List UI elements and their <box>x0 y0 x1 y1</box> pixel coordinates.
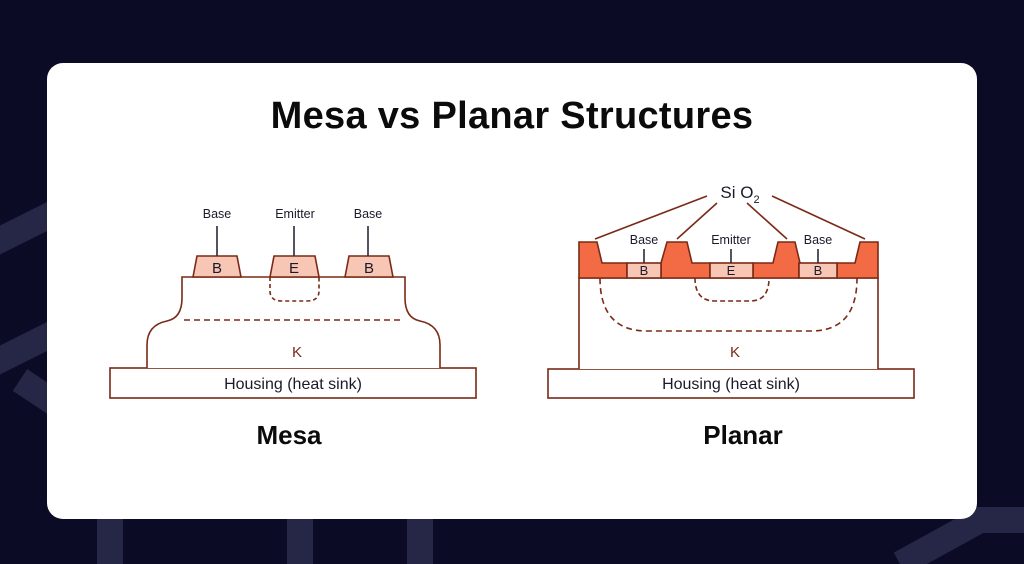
mesa-block-base-right <box>344 255 394 278</box>
mesa-housing <box>109 367 477 399</box>
diagram-card: Mesa vs Planar Structures Base Emitter B… <box>47 63 977 519</box>
planar-oxide-pointer-4 <box>771 195 866 240</box>
mesa-label-emitter: Emitter <box>275 207 315 221</box>
planar-oxide-text: Si O <box>720 183 753 202</box>
planar-oxide-pointer-3 <box>746 202 788 240</box>
planar-housing <box>547 368 915 399</box>
planar-housing-label: Housing (heat sink) <box>662 376 800 393</box>
mesa-block-base-right-text: B <box>364 260 374 277</box>
planar-labels: Si O2 Base Emitter Base B E B K Housing … <box>630 183 833 393</box>
planar-block-base-left-text: B <box>640 263 649 278</box>
mesa-diagram <box>109 226 477 399</box>
planar-collector-label: K <box>730 344 740 361</box>
mesa-label-base-left: Base <box>203 207 232 221</box>
planar-oxide-label: Si O2 <box>720 183 759 206</box>
mesa-labels: Base Emitter Base B E B K Housing (heat … <box>203 207 383 393</box>
planar-diagram <box>547 195 915 399</box>
planar-emitter-well <box>694 277 770 302</box>
mesa-block-emitter-text: E <box>289 260 299 277</box>
mesa-collector-label: K <box>292 344 302 361</box>
planar-base-well <box>599 277 858 332</box>
planar-oxide-pointer-1 <box>594 195 708 240</box>
planar-label-emitter: Emitter <box>711 233 751 247</box>
structures-diagram: Base Emitter Base B E B K Housing (heat … <box>109 183 915 399</box>
mesa-label-base-right: Base <box>354 207 383 221</box>
planar-label-base-left: Base <box>630 233 659 247</box>
planar-oxide-subscript: 2 <box>753 194 759 206</box>
planar-block-base-right-text: B <box>814 263 823 278</box>
page-title: Mesa vs Planar Structures <box>270 95 754 137</box>
mesa-block-base-left-text: B <box>212 260 222 277</box>
mesa-caption: Mesa <box>256 420 322 450</box>
mesa-emitter-well <box>269 277 320 302</box>
planar-caption: Planar <box>703 420 783 450</box>
mesa-housing-label: Housing (heat sink) <box>224 376 362 393</box>
planar-block-emitter-text: E <box>727 263 736 278</box>
planar-label-base-right: Base <box>804 233 833 247</box>
planar-oxide-layer <box>578 241 879 279</box>
planar-oxide-pointer-2 <box>676 202 718 240</box>
mesa-block-emitter <box>269 255 320 278</box>
mesa-block-base-left <box>192 255 242 278</box>
planar-collector-body <box>578 277 879 369</box>
